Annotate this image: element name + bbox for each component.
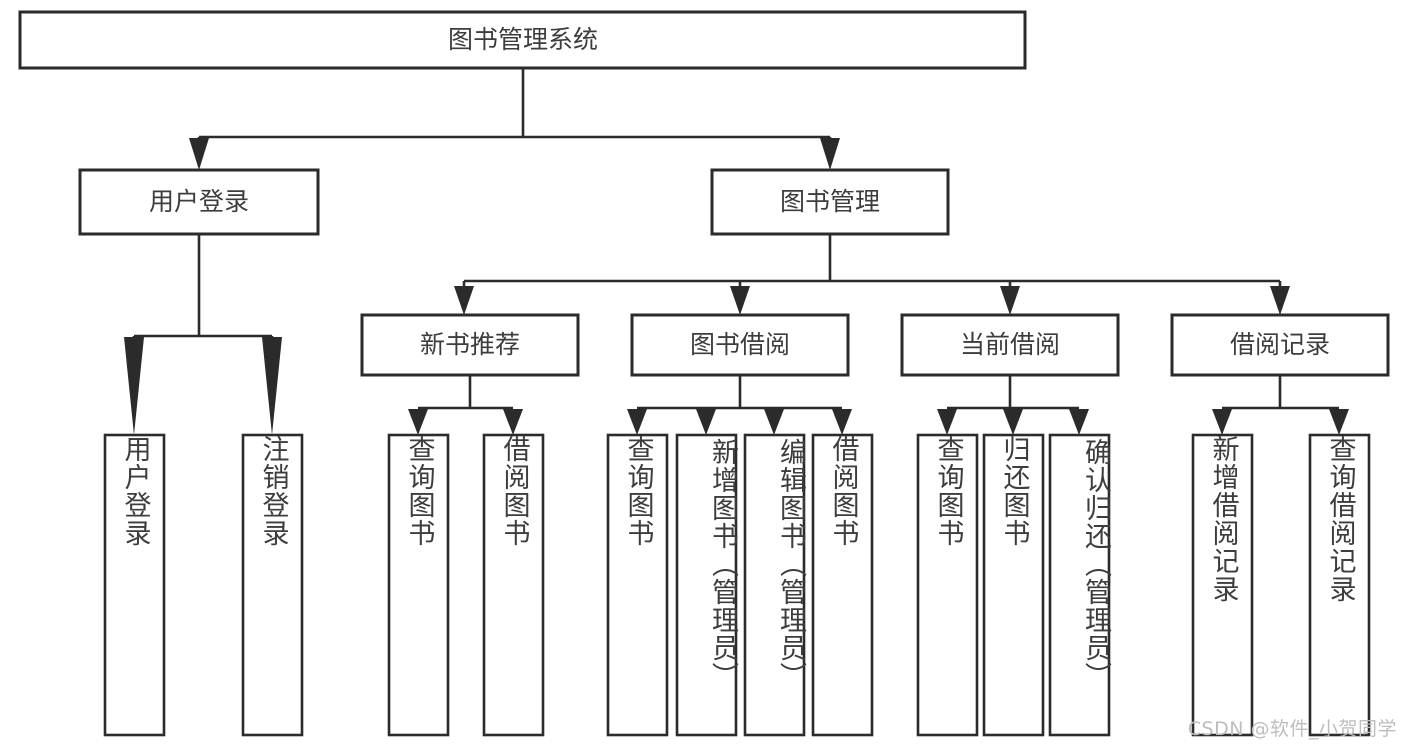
node-leaf-edit-book-admin-box[interactable] <box>743 433 806 737</box>
node-current-borrow[interactable]: 当前借阅 <box>900 313 1120 377</box>
node-leaf-user-logout-box[interactable] <box>241 433 304 737</box>
arrow-head-leaf-add-book-admin <box>696 409 716 435</box>
node-leaf-add-book-admin-box[interactable] <box>675 433 738 737</box>
node-leaf-borrow-book-2-box[interactable] <box>811 433 874 737</box>
node-leaf-add-borrow-record-box[interactable] <box>1191 433 1254 737</box>
node-leaf-return-book-box[interactable] <box>982 433 1045 737</box>
arrow-head-new-book-recommend <box>454 286 474 315</box>
arrow-head-leaf-query-book-2 <box>627 409 647 435</box>
node-leaf-query-book-3-box[interactable] <box>916 433 979 737</box>
node-root[interactable]: 图书管理系统 <box>18 10 1027 70</box>
node-new-book-recommend-box[interactable] <box>360 313 580 377</box>
node-leaf-borrow-book-1-box[interactable] <box>482 433 545 737</box>
node-leaf-confirm-return-admin-box[interactable] <box>1048 433 1111 737</box>
node-user-login-label: 用户登录 <box>149 187 249 216</box>
arrow-head-leaf-return-book <box>1003 409 1023 435</box>
arrow-head-book-borrow <box>730 286 750 315</box>
node-book-borrow-label: 图书借阅 <box>690 330 790 359</box>
arrow-head-leaf-query-book-1 <box>408 409 428 435</box>
node-book-borrow[interactable]: 图书借阅 <box>630 313 850 377</box>
arrow-head-leaf-query-book-3 <box>937 409 957 435</box>
node-book-manage[interactable]: 图书管理 <box>710 168 950 236</box>
arrow-head-leaf-query-borrow-record <box>1329 409 1349 435</box>
node-leaf-query-book-2-box[interactable] <box>606 433 669 737</box>
arrow-head-leaf-edit-book-admin <box>764 409 784 435</box>
arrow-head-leaf-borrow-book-2 <box>832 409 852 435</box>
node-user-login[interactable]: 用户登录 <box>78 168 320 236</box>
arrow-head-borrow-record <box>1270 286 1290 315</box>
node-current-borrow-box[interactable] <box>900 313 1120 377</box>
node-leaf-user-login-box[interactable] <box>103 433 166 737</box>
arrow-head-leaf-add-borrow-record <box>1212 409 1232 435</box>
node-root-box[interactable] <box>18 10 1027 70</box>
node-book-manage-label: 图书管理 <box>780 187 880 216</box>
node-new-book-recommend[interactable]: 新书推荐 <box>360 313 580 377</box>
arrow-head-user-login <box>189 138 209 170</box>
node-leaf-query-borrow-record-box[interactable] <box>1308 433 1371 737</box>
node-book-borrow-box[interactable] <box>630 313 850 377</box>
node-borrow-record-label: 借阅记录 <box>1230 330 1330 359</box>
arrow-head-current-borrow <box>1000 286 1020 315</box>
arrow-head-leaf-borrow-book-1 <box>503 409 523 435</box>
leaf-box-layer <box>103 433 1371 737</box>
node-book-manage-box[interactable] <box>710 168 950 236</box>
node-borrow-record[interactable]: 借阅记录 <box>1170 313 1390 377</box>
arrow-head-book-manage <box>820 138 840 170</box>
node-root-label: 图书管理系统 <box>448 25 598 54</box>
node-borrow-record-box[interactable] <box>1170 313 1390 377</box>
arrow-head-leaf-confirm-return-admin <box>1069 409 1089 435</box>
node-current-borrow-label: 当前借阅 <box>960 330 1060 359</box>
node-new-book-recommend-label: 新书推荐 <box>420 330 520 359</box>
connector-layer <box>124 68 1349 435</box>
node-leaf-query-book-1-box[interactable] <box>387 433 450 737</box>
node-user-login-box[interactable] <box>78 168 320 236</box>
watermark-text: CSDN @软件_小贺同学 <box>1187 718 1397 740</box>
